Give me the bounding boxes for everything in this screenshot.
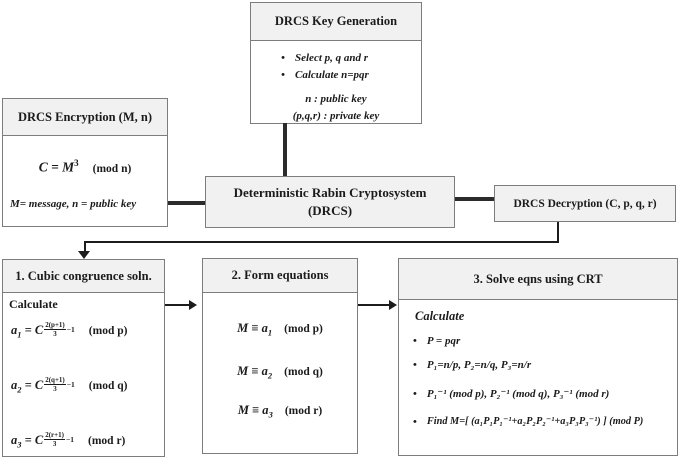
step3-bullet-3: • P₁⁻¹ (mod p), P₂⁻¹ (mod q), P₃⁻¹ (mod … [413, 387, 677, 401]
keygen-box: DRCS Key Generation • Select p, q and r … [250, 2, 422, 124]
formula-mod: (mod r) [88, 435, 126, 448]
fraction-denominator: 3 [52, 440, 57, 449]
equation-sub: 3 [268, 409, 273, 420]
drcs-central-box: Deterministic Rabin Cryptosystem (DRCS) [205, 176, 455, 228]
connector-into-step1-segment [84, 241, 86, 252]
drcs-title-line1: Deterministic Rabin Cryptosystem [233, 185, 427, 201]
bullet-icon: • [413, 415, 417, 428]
encryption-formula-lhs: C = M [38, 159, 75, 175]
equation-mod: (mod r) [284, 405, 323, 417]
bullet-icon: • [281, 69, 285, 82]
step1-cubic-congruence-box: 1. Cubic congruence soln. Calculate a1 =… [2, 259, 165, 457]
formula-mod: (mod q) [88, 380, 128, 393]
drcs-title-line2: (DRCS) [307, 203, 353, 218]
bullet-icon: • [413, 359, 417, 372]
equation-mod: (mod p) [284, 323, 323, 335]
step1-calculate-label: Calculate [9, 297, 58, 311]
formula-rhs: = C [21, 378, 44, 393]
fraction-numerator: 2(r+1) [44, 431, 65, 441]
step2-equation-2: M ≡ a2 (mod q) [203, 364, 357, 381]
fraction-numerator: 2(q+1) [44, 376, 66, 386]
encryption-title: DRCS Encryption (M, n) [3, 99, 167, 136]
fraction-numerator: 2(p+1) [44, 321, 66, 331]
exponent-tail: −1 [65, 435, 75, 445]
bullet-icon: • [281, 52, 285, 64]
fraction-denominator: 3 [53, 330, 57, 339]
encryption-formula-exponent: 3 [74, 158, 79, 168]
step2-form-equations-box: 2. Form equations M ≡ a1(mod p) M ≡ a2(m… [202, 258, 358, 454]
double-line-keygen-to-drcs [283, 123, 287, 176]
step3-bullet-4: • Find M=[ (a₁P₁P₁⁻¹+a₂P₂P₂⁻¹+a₃P₃P₃⁻¹) … [413, 415, 677, 429]
equation-lhs: M ≡ a [237, 363, 268, 378]
step2-equation-1: M ≡ a1 (mod p) [203, 321, 357, 338]
encryption-formula-mod: (mod n) [92, 162, 132, 175]
formula-exponent: 2(p+1)3 −1 [44, 321, 75, 338]
equation-sub: 2 [267, 370, 273, 380]
connector-step1-to-step2 [165, 304, 190, 306]
keygen-bullet-text-1: Select p, q and r [295, 52, 369, 64]
step3-title: 3. Solve eqns using CRT [399, 259, 677, 300]
formula-sub: 3 [17, 439, 22, 450]
keygen-note-private: (p,q,r) : private key [292, 109, 380, 122]
bullet-icon: • [413, 387, 417, 400]
step2-title: 2. Form equations [203, 259, 357, 293]
formula-rhs: = C [21, 323, 44, 337]
step3-bullet-text-1: P = pqr [426, 335, 461, 347]
double-line-drcs-to-decryption [455, 197, 494, 201]
formula-exponent: 2(r+1)3 −1 [44, 431, 74, 448]
formula-var: a [11, 433, 18, 448]
arrowhead-into-step1 [78, 251, 90, 259]
formula-rhs: = C [21, 433, 44, 448]
formula-sub: 2 [17, 384, 22, 395]
decryption-title: DRCS Decryption (C, p, q, r) [513, 197, 657, 210]
arrowhead-into-step3 [389, 300, 397, 310]
equation-sub: 1 [267, 327, 273, 338]
arrowhead-into-step2 [189, 300, 197, 310]
step3-solve-crt-box: 3. Solve eqns using CRT Calculate • P = … [398, 258, 678, 456]
equation-lhs: M ≡ a [237, 403, 269, 417]
encryption-note: M= message, n = public key [10, 197, 137, 210]
step3-bullet-text-2: P₁=n/p, P₂=n/q, P₃=n/r [426, 359, 532, 372]
formula-exponent: 2(q+1)3 −1 [44, 376, 75, 393]
formula-var: a [11, 323, 18, 337]
double-line-encryption-to-drcs [168, 201, 205, 205]
exponent-tail: −1 [66, 380, 75, 390]
formula-var: a [11, 378, 18, 393]
keygen-bullet-text-2: Calculate n=pqr [295, 69, 369, 82]
keygen-bullet-item: • Select p, q and r [271, 50, 421, 67]
equation-mod: (mod q) [284, 365, 323, 378]
keygen-bullet-list: • Select p, q and r • Calculate n=pqr [271, 50, 421, 84]
step3-calculate-label: Calculate [415, 309, 465, 323]
keygen-notes: n : public key (p,q,r) : private key [251, 91, 421, 124]
keygen-note-public: n : public key [305, 93, 367, 106]
keygen-title: DRCS Key Generation [251, 3, 421, 41]
step2-equation-3: M ≡ a3 (mod r) [203, 403, 357, 420]
encryption-box: DRCS Encryption (M, n) C = M3 (mod n) M= … [2, 98, 168, 227]
connector-decryption-down-segment [557, 222, 559, 243]
step3-bullet-text-3: P₁⁻¹ (mod p), P₂⁻¹ (mod q), P₃⁻¹ (mod r) [426, 387, 610, 400]
exponent-tail: −1 [66, 325, 75, 335]
connector-step2-to-step3 [358, 304, 390, 306]
step1-title: 1. Cubic congruence soln. [3, 260, 164, 293]
bullet-icon: • [413, 335, 417, 347]
formula-sub: 1 [17, 329, 22, 340]
equation-lhs: M ≡ a [237, 321, 268, 335]
encryption-formula: C = M3 (mod n) [3, 158, 167, 176]
step3-bullet-text-4: Find M=[ (a₁P₁P₁⁻¹+a₂P₂P₂⁻¹+a₃P₃P₃⁻¹) ] … [426, 415, 644, 427]
step3-bullet-2: • P₁=n/p, P₂=n/q, P₃=n/r [413, 358, 677, 372]
formula-mod: (mod p) [88, 325, 128, 337]
keygen-bullet-item: • Calculate n=pqr [271, 67, 421, 84]
connector-decryption-horizontal-segment [84, 241, 559, 243]
step3-bullet-1: • P = pqr [413, 334, 677, 348]
fraction-denominator: 3 [53, 385, 57, 394]
decryption-box: DRCS Decryption (C, p, q, r) [494, 185, 676, 222]
